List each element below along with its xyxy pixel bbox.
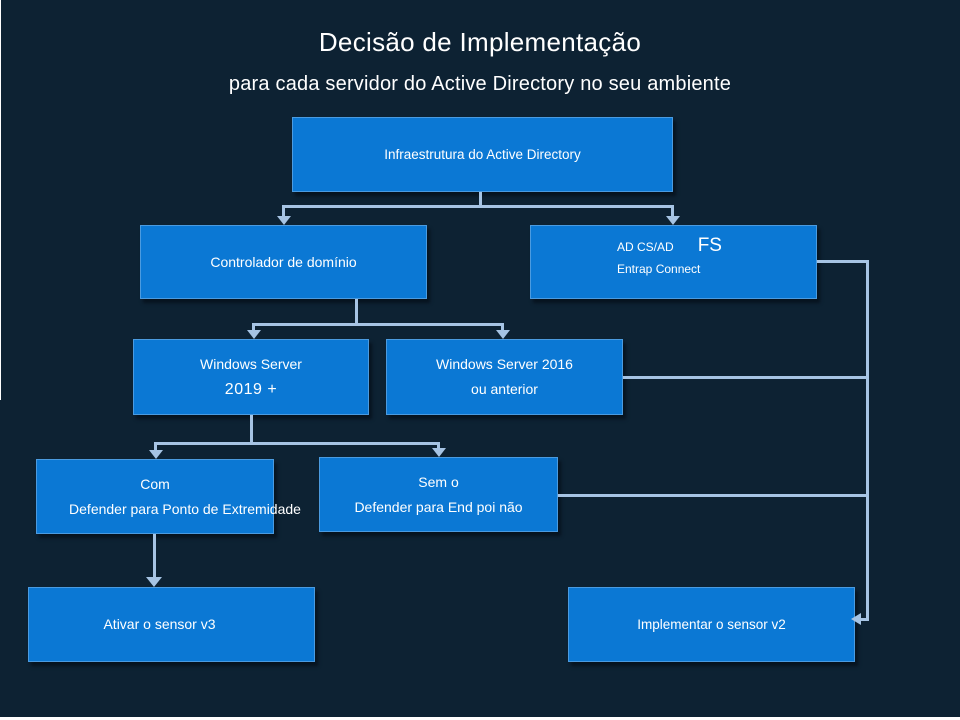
node-with-defender-endpoint: Com Defender para Ponto de Extremidade xyxy=(36,459,301,534)
connector-to-ws2016 xyxy=(501,323,504,331)
connector-level2-split xyxy=(252,323,504,326)
connector-level1-split xyxy=(282,205,674,208)
slide-edge-left xyxy=(0,0,1,400)
node-label: Infraestrutura do Active Directory xyxy=(384,147,581,162)
arrow-down-icon xyxy=(432,448,446,457)
node-windows-server-2019: Windows Server 2019 + xyxy=(133,339,369,415)
node-label-line1: Sem o xyxy=(418,473,459,490)
connector-to-adcs xyxy=(671,205,674,217)
adcs-label: AD CS/AD xyxy=(617,240,674,254)
node-label-line2: Defender para Ponto de Extremidade xyxy=(69,500,301,517)
slide-edge-bottom xyxy=(0,717,960,720)
arrow-down-icon xyxy=(496,330,510,339)
connector-to-domain-controller xyxy=(282,205,285,217)
arrow-down-icon xyxy=(146,577,162,587)
node-label-line2: Defender para End poi não xyxy=(354,498,523,515)
arrow-down-icon xyxy=(666,216,680,225)
page-title: Decisão de Implementação xyxy=(318,27,642,57)
node-label: Controlador de domínio xyxy=(210,253,357,270)
node-label-line2: 2019 + xyxy=(224,381,278,398)
connector-ws2019-stub xyxy=(250,415,253,445)
arrow-down-icon xyxy=(247,330,261,339)
node-activate-sensor-v3: Ativar o sensor v3 xyxy=(28,587,315,662)
connector-level3-split xyxy=(154,442,440,445)
connector-to-sensor-v3 xyxy=(153,534,156,578)
connector-to-ws2019 xyxy=(252,323,255,331)
node-label-line1: AD CS/AD FS xyxy=(617,235,722,256)
node-adcs-adfs-entra-connect: AD CS/AD FS Entrap Connect xyxy=(530,225,817,299)
connector-dc-stub xyxy=(355,299,358,326)
page-subtitle: para cada servidor do Active Directory n… xyxy=(228,73,732,95)
node-domain-controller: Controlador de domínio xyxy=(140,225,427,299)
node-ad-infrastructure: Infraestrutura do Active Directory xyxy=(292,117,673,192)
arrow-left-icon xyxy=(851,613,861,625)
connector-without-defender-out xyxy=(558,494,869,497)
node-windows-server-2016: Windows Server 2016 ou anterior xyxy=(386,339,623,415)
node-label: Ativar o sensor v3 xyxy=(103,616,216,632)
arrow-down-icon xyxy=(277,216,291,225)
connector-to-with-defender xyxy=(154,442,157,451)
node-label: Implementar o sensor v2 xyxy=(637,617,786,632)
node-label-line1: Windows Server xyxy=(200,356,302,372)
node-deploy-sensor-v2: Implementar o sensor v2 xyxy=(568,587,855,662)
connector-to-without-defender xyxy=(437,442,440,450)
connector-adcs-out xyxy=(817,260,869,263)
arrow-down-icon xyxy=(149,450,163,459)
node-label-line1: Windows Server 2016 xyxy=(436,356,573,372)
fs-label: FS xyxy=(697,235,722,256)
node-without-defender-endpoint: Sem o Defender para End poi não xyxy=(319,457,558,532)
node-label-line2: ou anterior xyxy=(471,381,538,397)
node-label-line1: Com xyxy=(140,475,170,492)
connector-right-rail xyxy=(866,260,869,620)
node-label-line2: Entrap Connect xyxy=(617,262,701,276)
connector-ws2016-out xyxy=(623,376,869,379)
connector-to-sensor-v2 xyxy=(861,618,869,621)
connector-root-stub xyxy=(479,192,482,208)
